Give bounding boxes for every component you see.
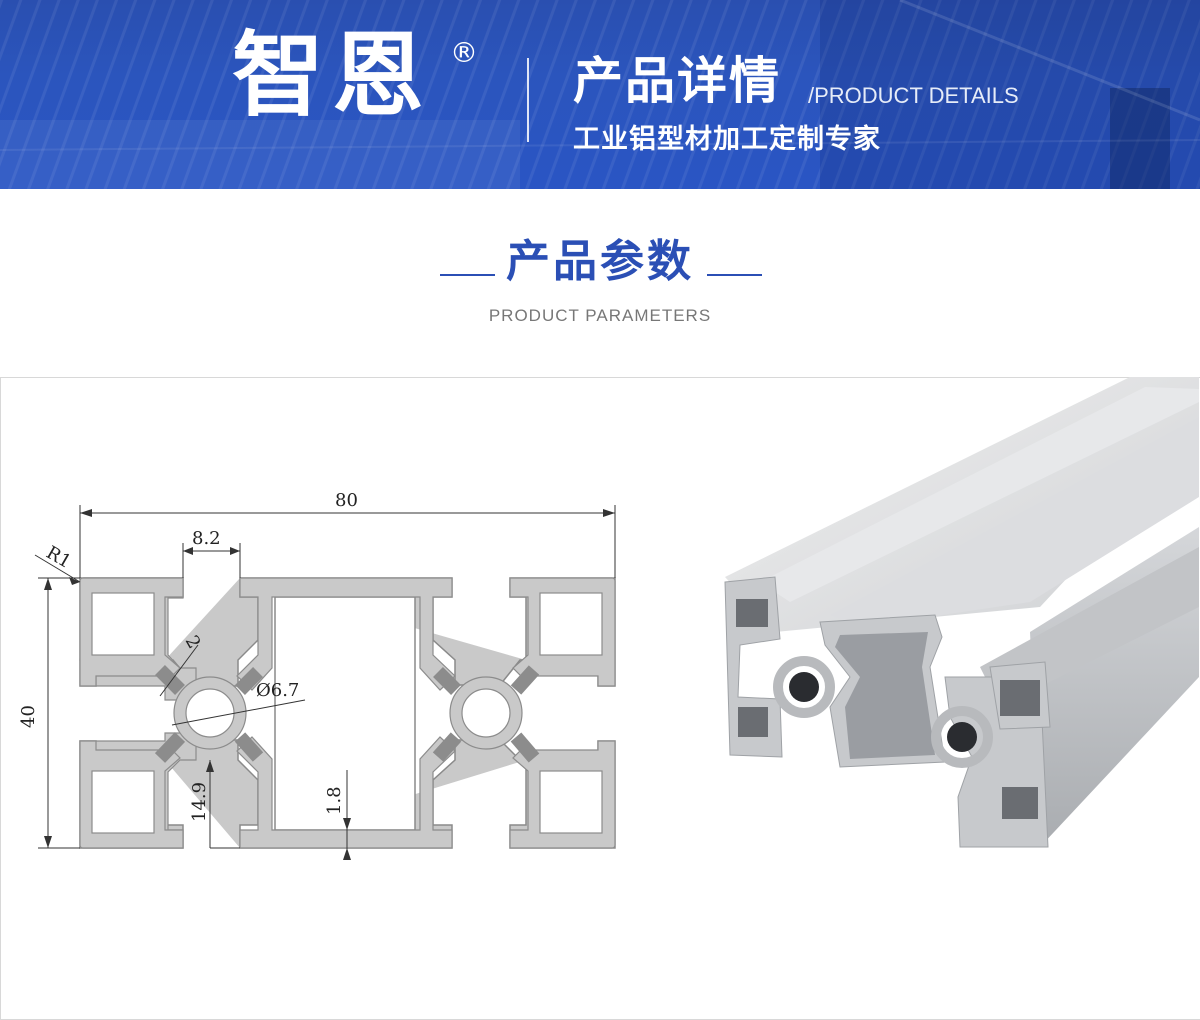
- dimension-arrows: [44, 509, 615, 860]
- section-title-right-line: [707, 274, 762, 276]
- dim-center-label: 14.9: [189, 782, 210, 822]
- header-banner: 智恩 ® 产品详情 /PRODUCT DETAILS 工业铝型材加工定制专家: [0, 0, 1200, 189]
- dim-height-label: 40: [18, 705, 39, 728]
- profile-product-photo: [724, 377, 1199, 848]
- banner-title: 产品详情: [573, 52, 781, 110]
- dim-slot-label: 8.2: [192, 528, 221, 549]
- brand-logo-text: 智恩: [232, 22, 433, 129]
- registered-mark: ®: [450, 36, 478, 69]
- profile-outline: [79, 577, 616, 849]
- banner-background-image: [0, 0, 1200, 189]
- banner-title-en: /PRODUCT DETAILS: [808, 83, 1019, 108]
- dim-thickness-label: 1.8: [324, 786, 345, 815]
- banner-subtitle: 工业铝型材加工定制专家: [573, 124, 881, 155]
- dim-width-label: 80: [335, 490, 358, 511]
- dim-radius-label: R1: [43, 542, 75, 573]
- section-title-left-line: [440, 274, 495, 276]
- banner-divider: [527, 58, 529, 142]
- profile-cross-section-drawing: 80 8.2 R1 40 2 Ø6.7 14.9 1.8: [18, 490, 616, 860]
- dim-hole-label: Ø6.7: [256, 680, 299, 701]
- section-title: 产品参数: [506, 236, 694, 287]
- dimension-lines: [34, 505, 616, 860]
- section-subtitle: PRODUCT PARAMETERS: [488, 306, 712, 325]
